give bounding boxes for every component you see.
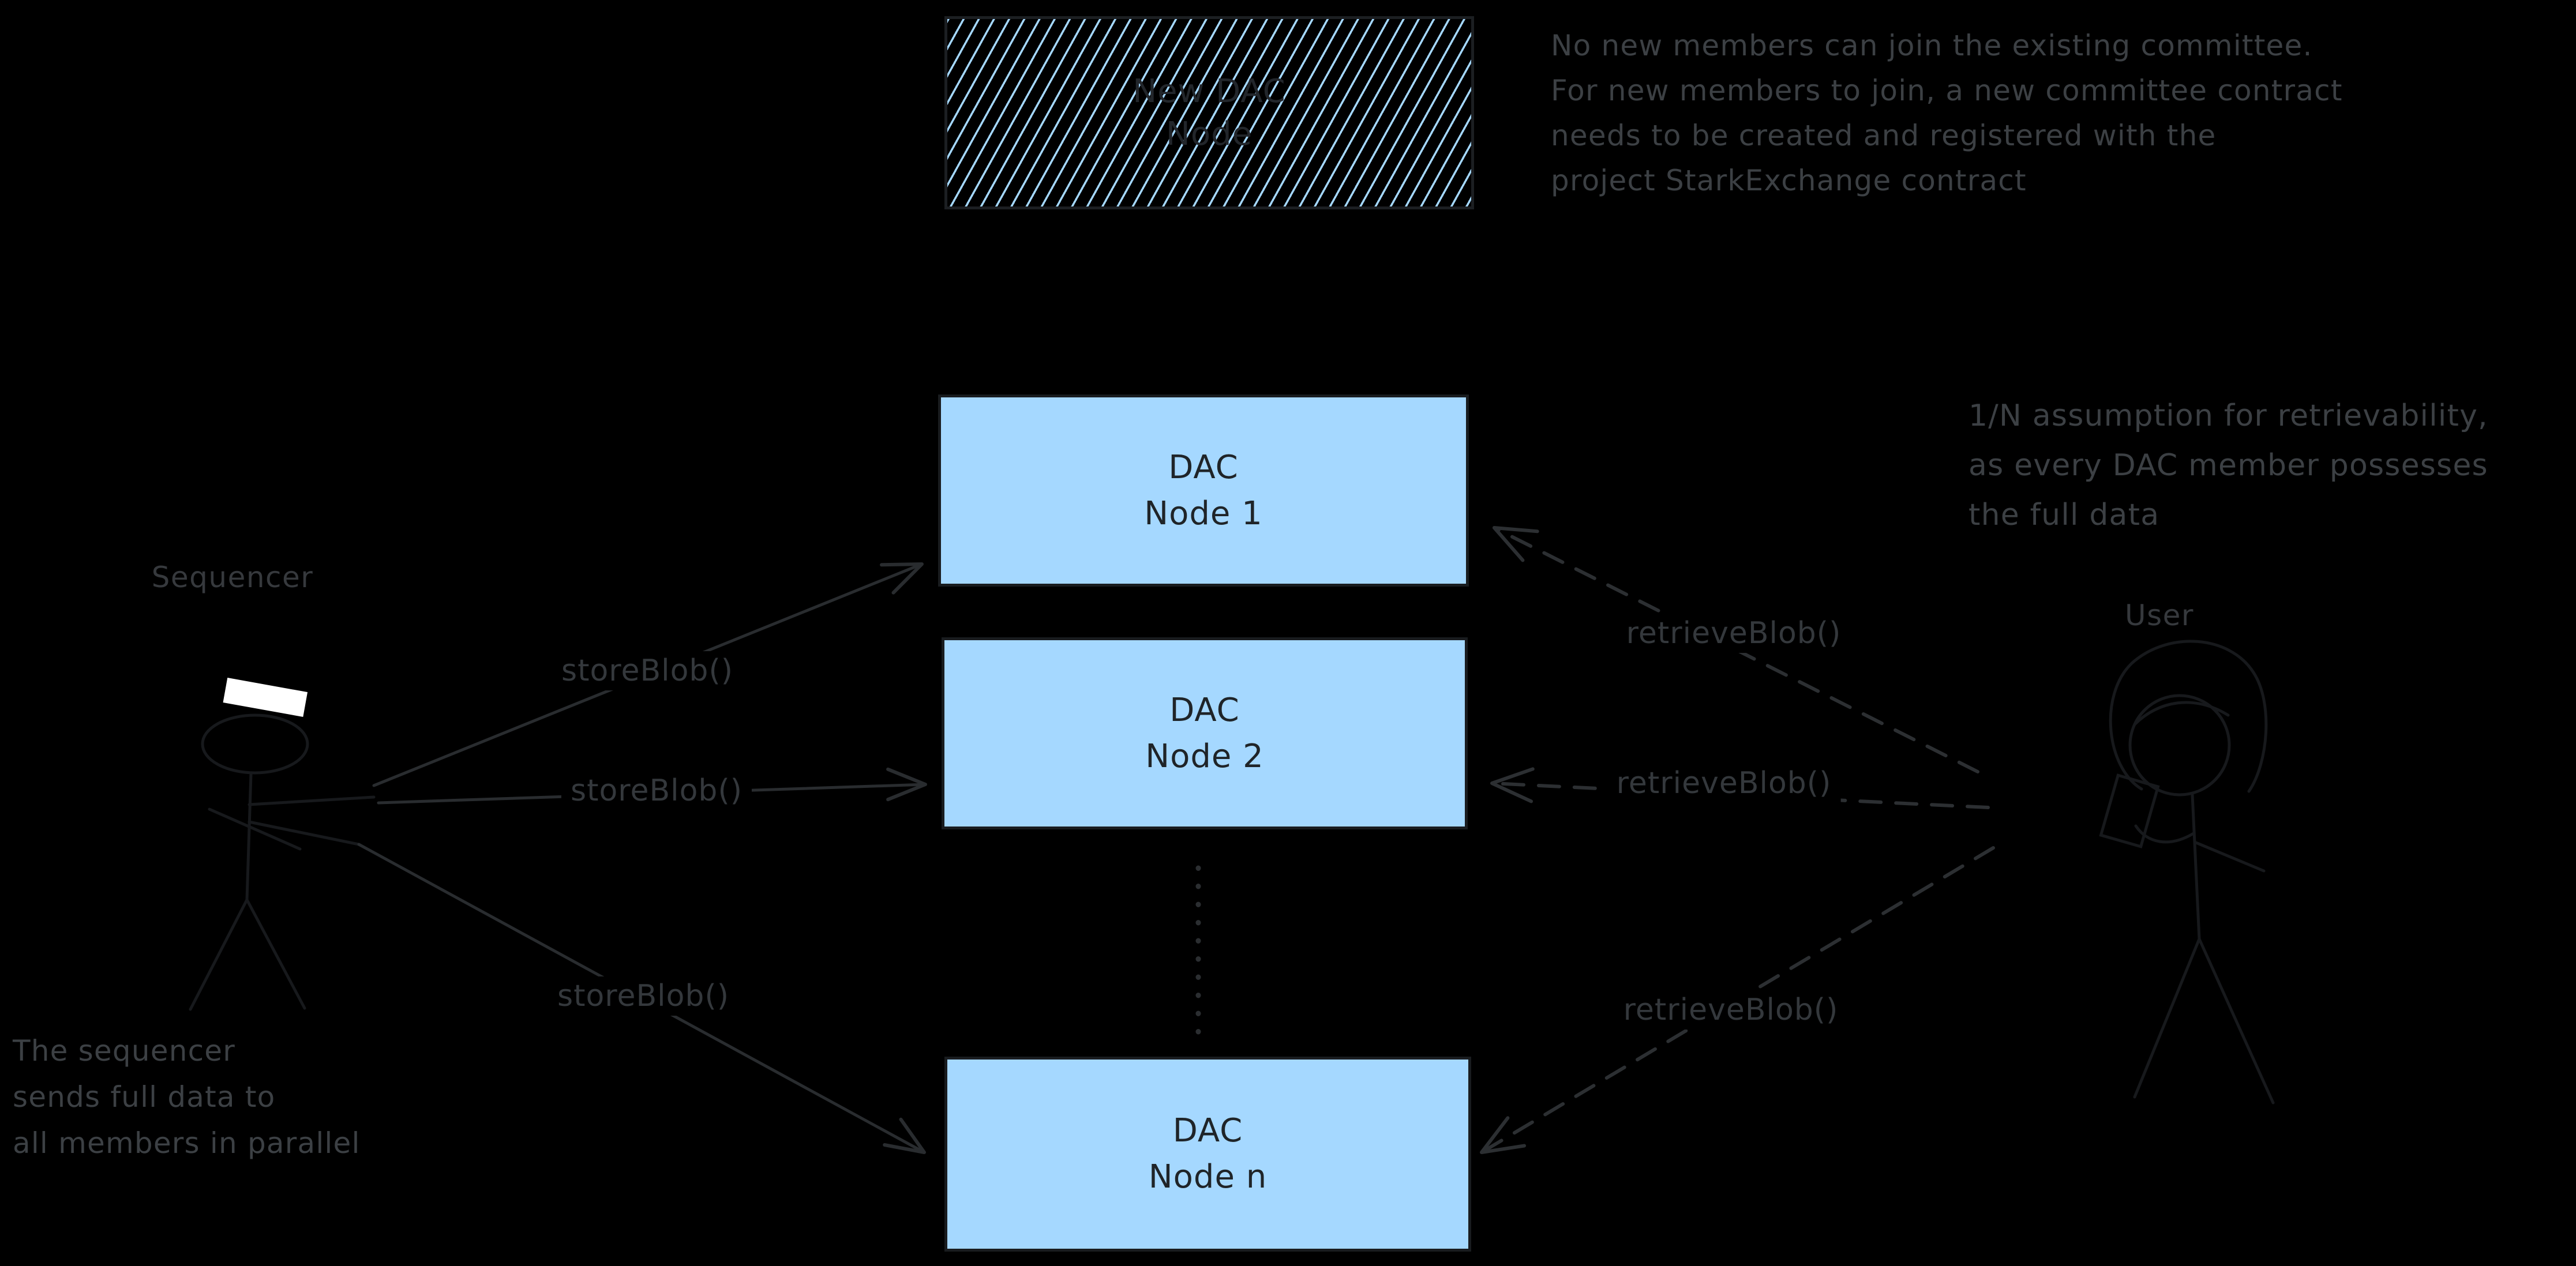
user-hair [2109, 640, 2268, 793]
dac-node-1-label-line1: DAC [1168, 448, 1239, 486]
sequencer-arm-right [248, 795, 376, 806]
retrieve-arrow-noden-head [1480, 1116, 1527, 1154]
user-arm-extended [2193, 840, 2266, 873]
sequencer-note-line: The sequencer [13, 1034, 235, 1068]
user-figure [2099, 640, 2275, 1105]
sequencer-figure [189, 713, 376, 1011]
sequencer-arm-lower [248, 820, 361, 846]
dac-node-n-box: DAC Node n [944, 1057, 1471, 1252]
new-dac-node-label-line1: New DAC [1133, 72, 1286, 110]
retrievability-note-line: 1/N assumption for retrievability, [1968, 399, 2488, 433]
retrieve-arrow-node2-line [1490, 782, 1990, 809]
sequencer-leg-right [245, 898, 306, 1010]
store-arrow-node2-head [886, 767, 927, 802]
user-torso [2191, 793, 2201, 941]
sequencer-label: Sequencer [151, 561, 314, 594]
committee-note-line: project StarkExchange contract [1551, 164, 2027, 197]
user-leg-right [2198, 937, 2275, 1105]
user-hair-fringe [2133, 701, 2230, 726]
sequencer-torso [245, 772, 253, 901]
retrieve-blob-label-noden: retrieveBlob() [1614, 990, 1848, 1030]
retrievability-note-line: as every DAC member possesses [1968, 448, 2488, 483]
retrieve-arrow-node2-head [1490, 767, 1535, 803]
committee-note-line: For new members to join, a new committee… [1551, 74, 2343, 107]
user-phone [2099, 773, 2160, 848]
store-blob-label-node2: storeBlob() [561, 771, 752, 810]
sequencer-note-line: sends full data to [13, 1080, 276, 1114]
dac-node-2-box: DAC Node 2 [942, 637, 1468, 829]
store-blob-label-node1: storeBlob() [552, 651, 743, 690]
store-arrow-noden-head [883, 1117, 926, 1154]
user-label: User [2125, 599, 2194, 632]
new-dac-node-box: New DAC Node [944, 16, 1474, 209]
dac-node-1-box: DAC Node 1 [938, 395, 1469, 587]
retrieve-blob-label-node2: retrieveBlob() [1607, 764, 1841, 803]
retrievability-note: 1/N assumption for retrievability, as ev… [1968, 391, 2488, 540]
committee-note-line: No new members can join the existing com… [1551, 29, 2313, 62]
retrieve-blob-label-node1: retrieveBlob() [1617, 614, 1851, 653]
dac-node-1-label-line2: Node 1 [1144, 494, 1263, 532]
retrievability-note-line: the full data [1968, 498, 2160, 532]
new-dac-node-label-line2: Node [1165, 115, 1253, 153]
user-arm-phone [2134, 824, 2195, 844]
retrieve-arrow-node1-head [1493, 526, 1539, 562]
user-leg-left [2133, 937, 2201, 1099]
dac-node-2-label-line2: Node 2 [1145, 737, 1264, 775]
committee-note: No new members can join the existing com… [1551, 23, 2343, 203]
sequencer-hat [223, 678, 308, 717]
dac-node-n-label-line2: Node n [1148, 1158, 1268, 1196]
committee-note-line: needs to be created and registered with … [1551, 119, 2217, 152]
sequencer-head [201, 713, 309, 775]
sequencer-note: The sequencer sends full data to all mem… [13, 1028, 361, 1166]
sequencer-leg-left [189, 898, 249, 1011]
sequencer-note-line: all members in parallel [13, 1126, 361, 1160]
sequencer-arm-left [208, 807, 302, 851]
store-blob-label-noden: storeBlob() [548, 976, 739, 1016]
store-arrow-node1-head [880, 562, 924, 595]
user-head [2128, 694, 2231, 797]
dac-node-2-label-line1: DAC [1169, 691, 1240, 729]
dac-node-n-label-line1: DAC [1172, 1112, 1243, 1149]
